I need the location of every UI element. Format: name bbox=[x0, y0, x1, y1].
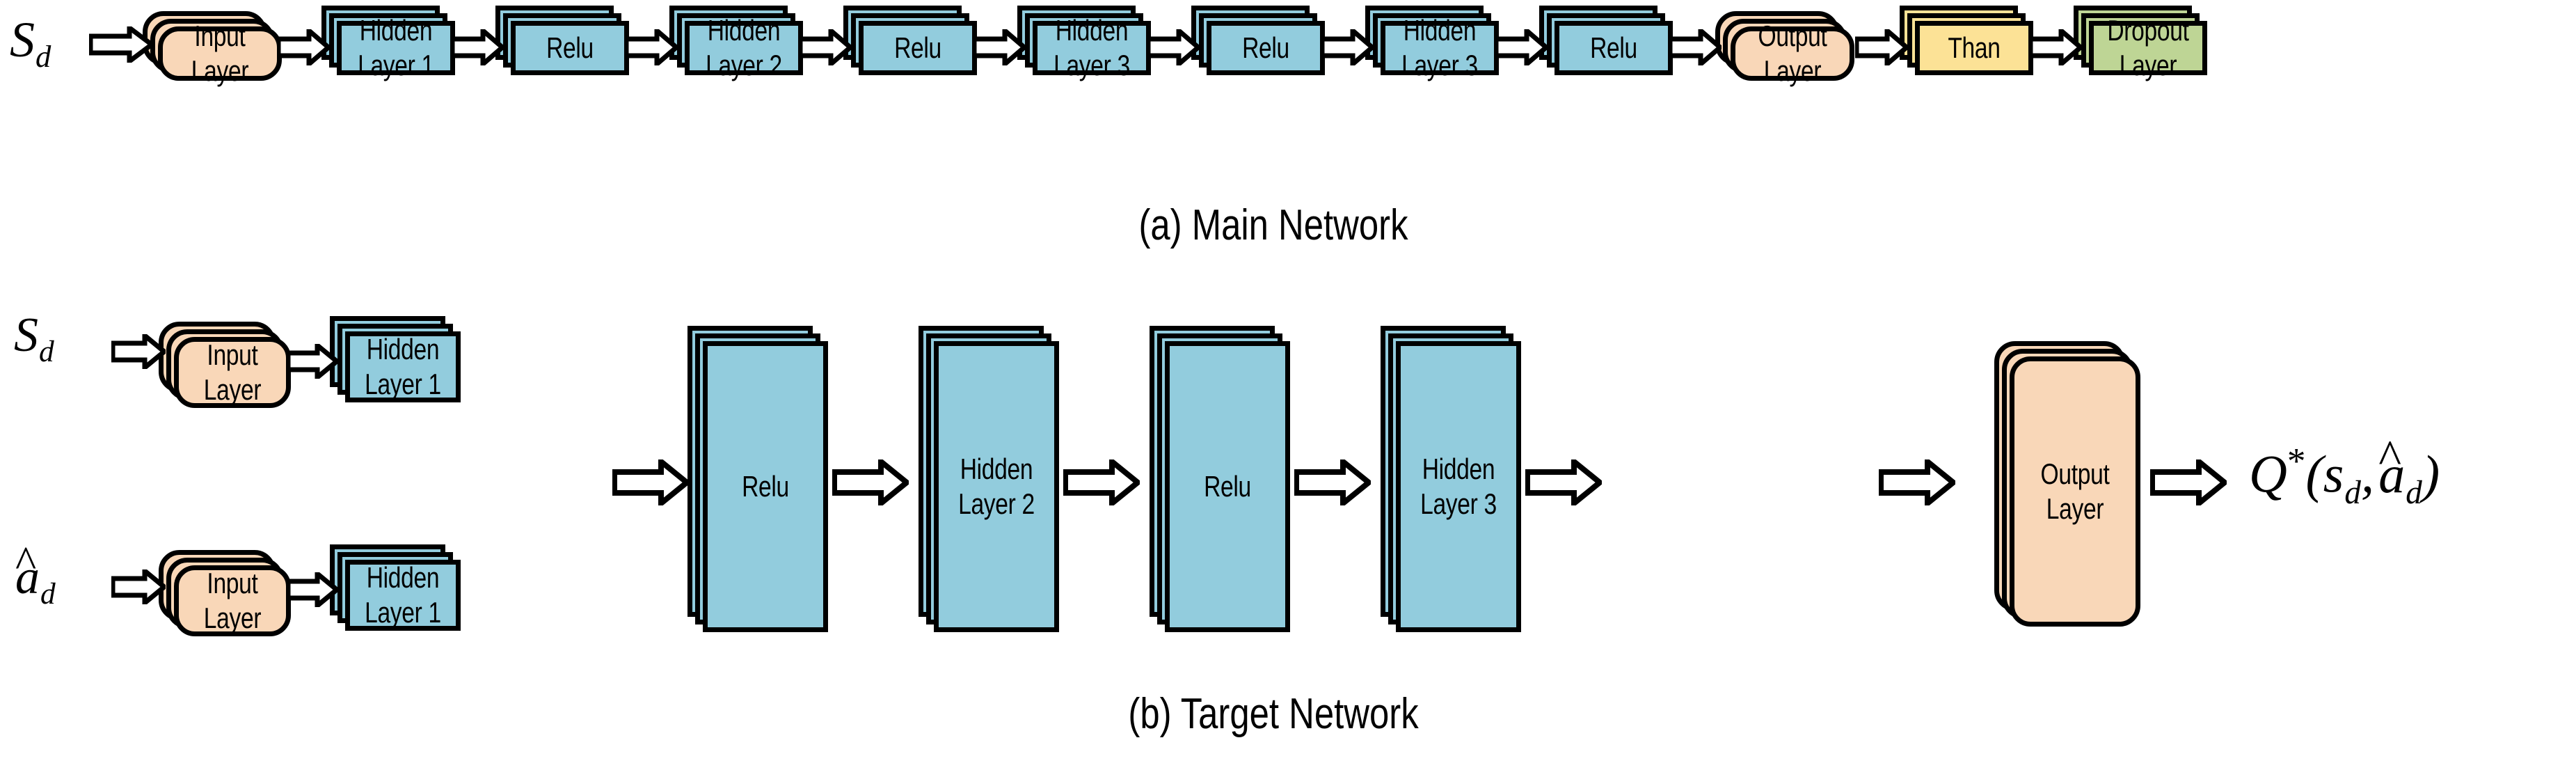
target-input-symbol-action: ^ad bbox=[15, 537, 56, 611]
stack-sheet-front bbox=[2089, 21, 2207, 75]
arrow-main-8 bbox=[1495, 29, 1548, 65]
block-hidden-layer-1[interactable]: Hidden Layer 1 bbox=[321, 6, 455, 81]
stack-sheet-front bbox=[1207, 21, 1325, 75]
block-relu-1[interactable]: Relu bbox=[495, 6, 629, 75]
block-relu-2-target[interactable]: Relu bbox=[1150, 326, 1290, 632]
block-hidden-layer-2-target[interactable]: Hidden Layer 2 bbox=[919, 326, 1059, 632]
block-relu-3[interactable]: Relu bbox=[1191, 6, 1325, 75]
stack-sheet-front bbox=[703, 341, 828, 632]
block-input-layer-state[interactable]: Input Layer bbox=[159, 322, 291, 408]
arrow-main-3 bbox=[625, 29, 678, 65]
stack-sheet-front bbox=[1555, 21, 1673, 75]
arrow-target-2 bbox=[832, 459, 909, 505]
stack-sheet-front bbox=[934, 341, 1059, 632]
stack-sheet-front bbox=[337, 21, 455, 75]
stack-sheet-front bbox=[859, 21, 977, 75]
caption-target-network: (b) Target Network bbox=[1128, 690, 1419, 738]
arrow-main-11 bbox=[2029, 29, 2082, 65]
block-dropout-layer[interactable]: Dropout Layer bbox=[2074, 6, 2207, 81]
block-output-layer[interactable]: Output Layer bbox=[1715, 11, 1854, 87]
block-input-layer[interactable]: Input Layer bbox=[143, 11, 282, 87]
arrow-target-state-in bbox=[111, 334, 166, 369]
block-tanh[interactable]: Than bbox=[1900, 6, 2033, 75]
block-hidden-layer-3-target[interactable]: Hidden Layer 3 bbox=[1381, 326, 1521, 632]
stack-sheet-front bbox=[345, 560, 461, 631]
stack-sheet-front bbox=[174, 565, 291, 636]
block-relu-2[interactable]: Relu bbox=[843, 6, 977, 75]
stack-sheet-front bbox=[174, 337, 291, 408]
arrow-target-3 bbox=[1063, 459, 1140, 505]
arrow-target-5 bbox=[1525, 459, 1602, 505]
arrow-main-4 bbox=[799, 29, 852, 65]
arrow-target-action-1 bbox=[287, 572, 338, 607]
stack-sheet-front bbox=[1033, 21, 1151, 75]
arrow-target-out bbox=[2150, 459, 2227, 505]
arrow-target-action-in bbox=[111, 569, 166, 604]
stack-sheet-front bbox=[1731, 26, 1854, 81]
block-relu-1-target[interactable]: Relu bbox=[687, 326, 828, 632]
stack-sheet-front bbox=[1381, 21, 1499, 75]
arrow-main-in bbox=[89, 26, 153, 63]
stack-sheet-front bbox=[1915, 21, 2033, 75]
block-relu-3b[interactable]: Relu bbox=[1539, 6, 1673, 75]
stack-sheet-front bbox=[158, 26, 282, 81]
block-hidden-layer-1-state[interactable]: Hidden Layer 1 bbox=[330, 316, 461, 402]
arrow-target-6 bbox=[1879, 459, 1955, 505]
block-hidden-layer-1-action[interactable]: Hidden Layer 1 bbox=[330, 544, 461, 631]
main-input-symbol: Sd bbox=[10, 12, 51, 74]
arrow-target-4 bbox=[1294, 459, 1371, 505]
target-input-symbol-state: Sd bbox=[14, 308, 54, 368]
arrow-main-10 bbox=[1855, 29, 1908, 65]
arrow-main-9 bbox=[1669, 29, 1722, 65]
stack-sheet-front bbox=[1396, 341, 1521, 632]
stack-sheet-front bbox=[2010, 356, 2140, 627]
arrow-target-merge bbox=[612, 459, 689, 505]
caption-main-network: (a) Main Network bbox=[1138, 201, 1408, 249]
stack-sheet-front bbox=[345, 331, 461, 402]
arrow-main-7 bbox=[1321, 29, 1374, 65]
block-hidden-layer-3b[interactable]: Hidden Layer 3 bbox=[1365, 6, 1499, 81]
block-input-layer-action[interactable]: Input Layer bbox=[159, 550, 291, 636]
target-output-expression: Q*(sd, ^ad) bbox=[2249, 430, 2440, 511]
arrow-target-state-1 bbox=[287, 344, 338, 379]
stack-sheet-front bbox=[511, 21, 629, 75]
block-output-layer-target[interactable]: Output Layer bbox=[1994, 341, 2140, 627]
stack-sheet-front bbox=[685, 21, 803, 75]
arrow-main-1 bbox=[277, 29, 330, 65]
block-hidden-layer-2[interactable]: Hidden Layer 2 bbox=[669, 6, 803, 81]
arrow-main-5 bbox=[973, 29, 1026, 65]
stack-sheet-front bbox=[1165, 341, 1290, 632]
arrow-main-6 bbox=[1147, 29, 1200, 65]
block-hidden-layer-3[interactable]: Hidden Layer 3 bbox=[1017, 6, 1151, 81]
arrow-main-2 bbox=[451, 29, 504, 65]
